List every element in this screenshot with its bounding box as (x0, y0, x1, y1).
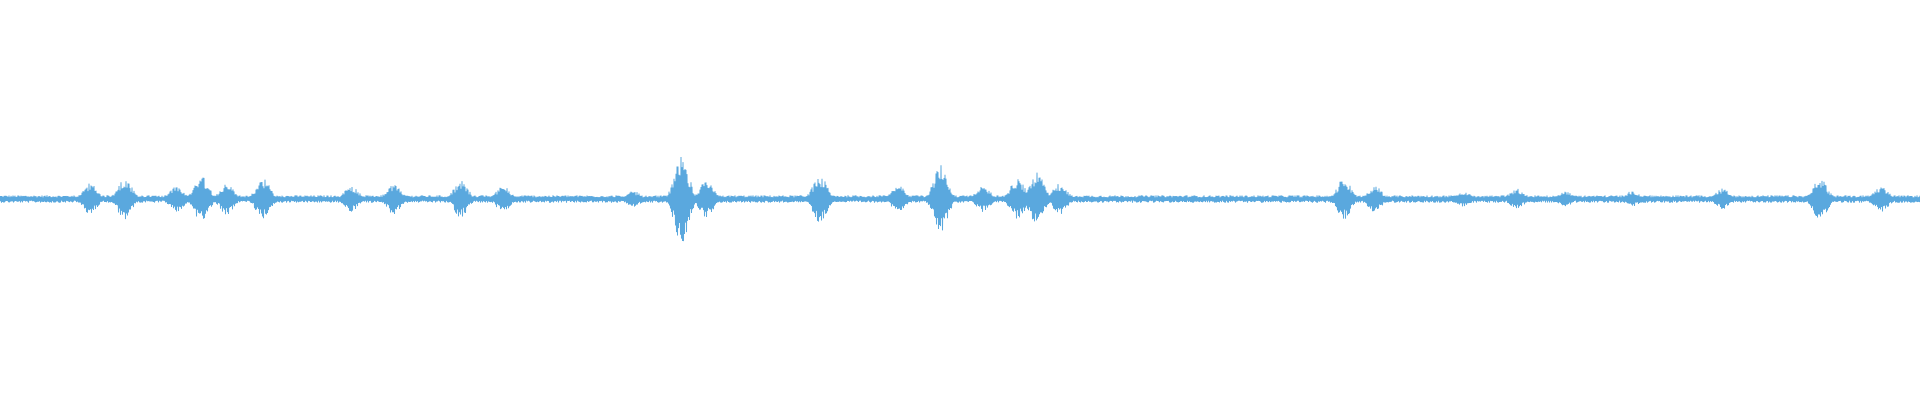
waveform-trace (0, 157, 1920, 242)
